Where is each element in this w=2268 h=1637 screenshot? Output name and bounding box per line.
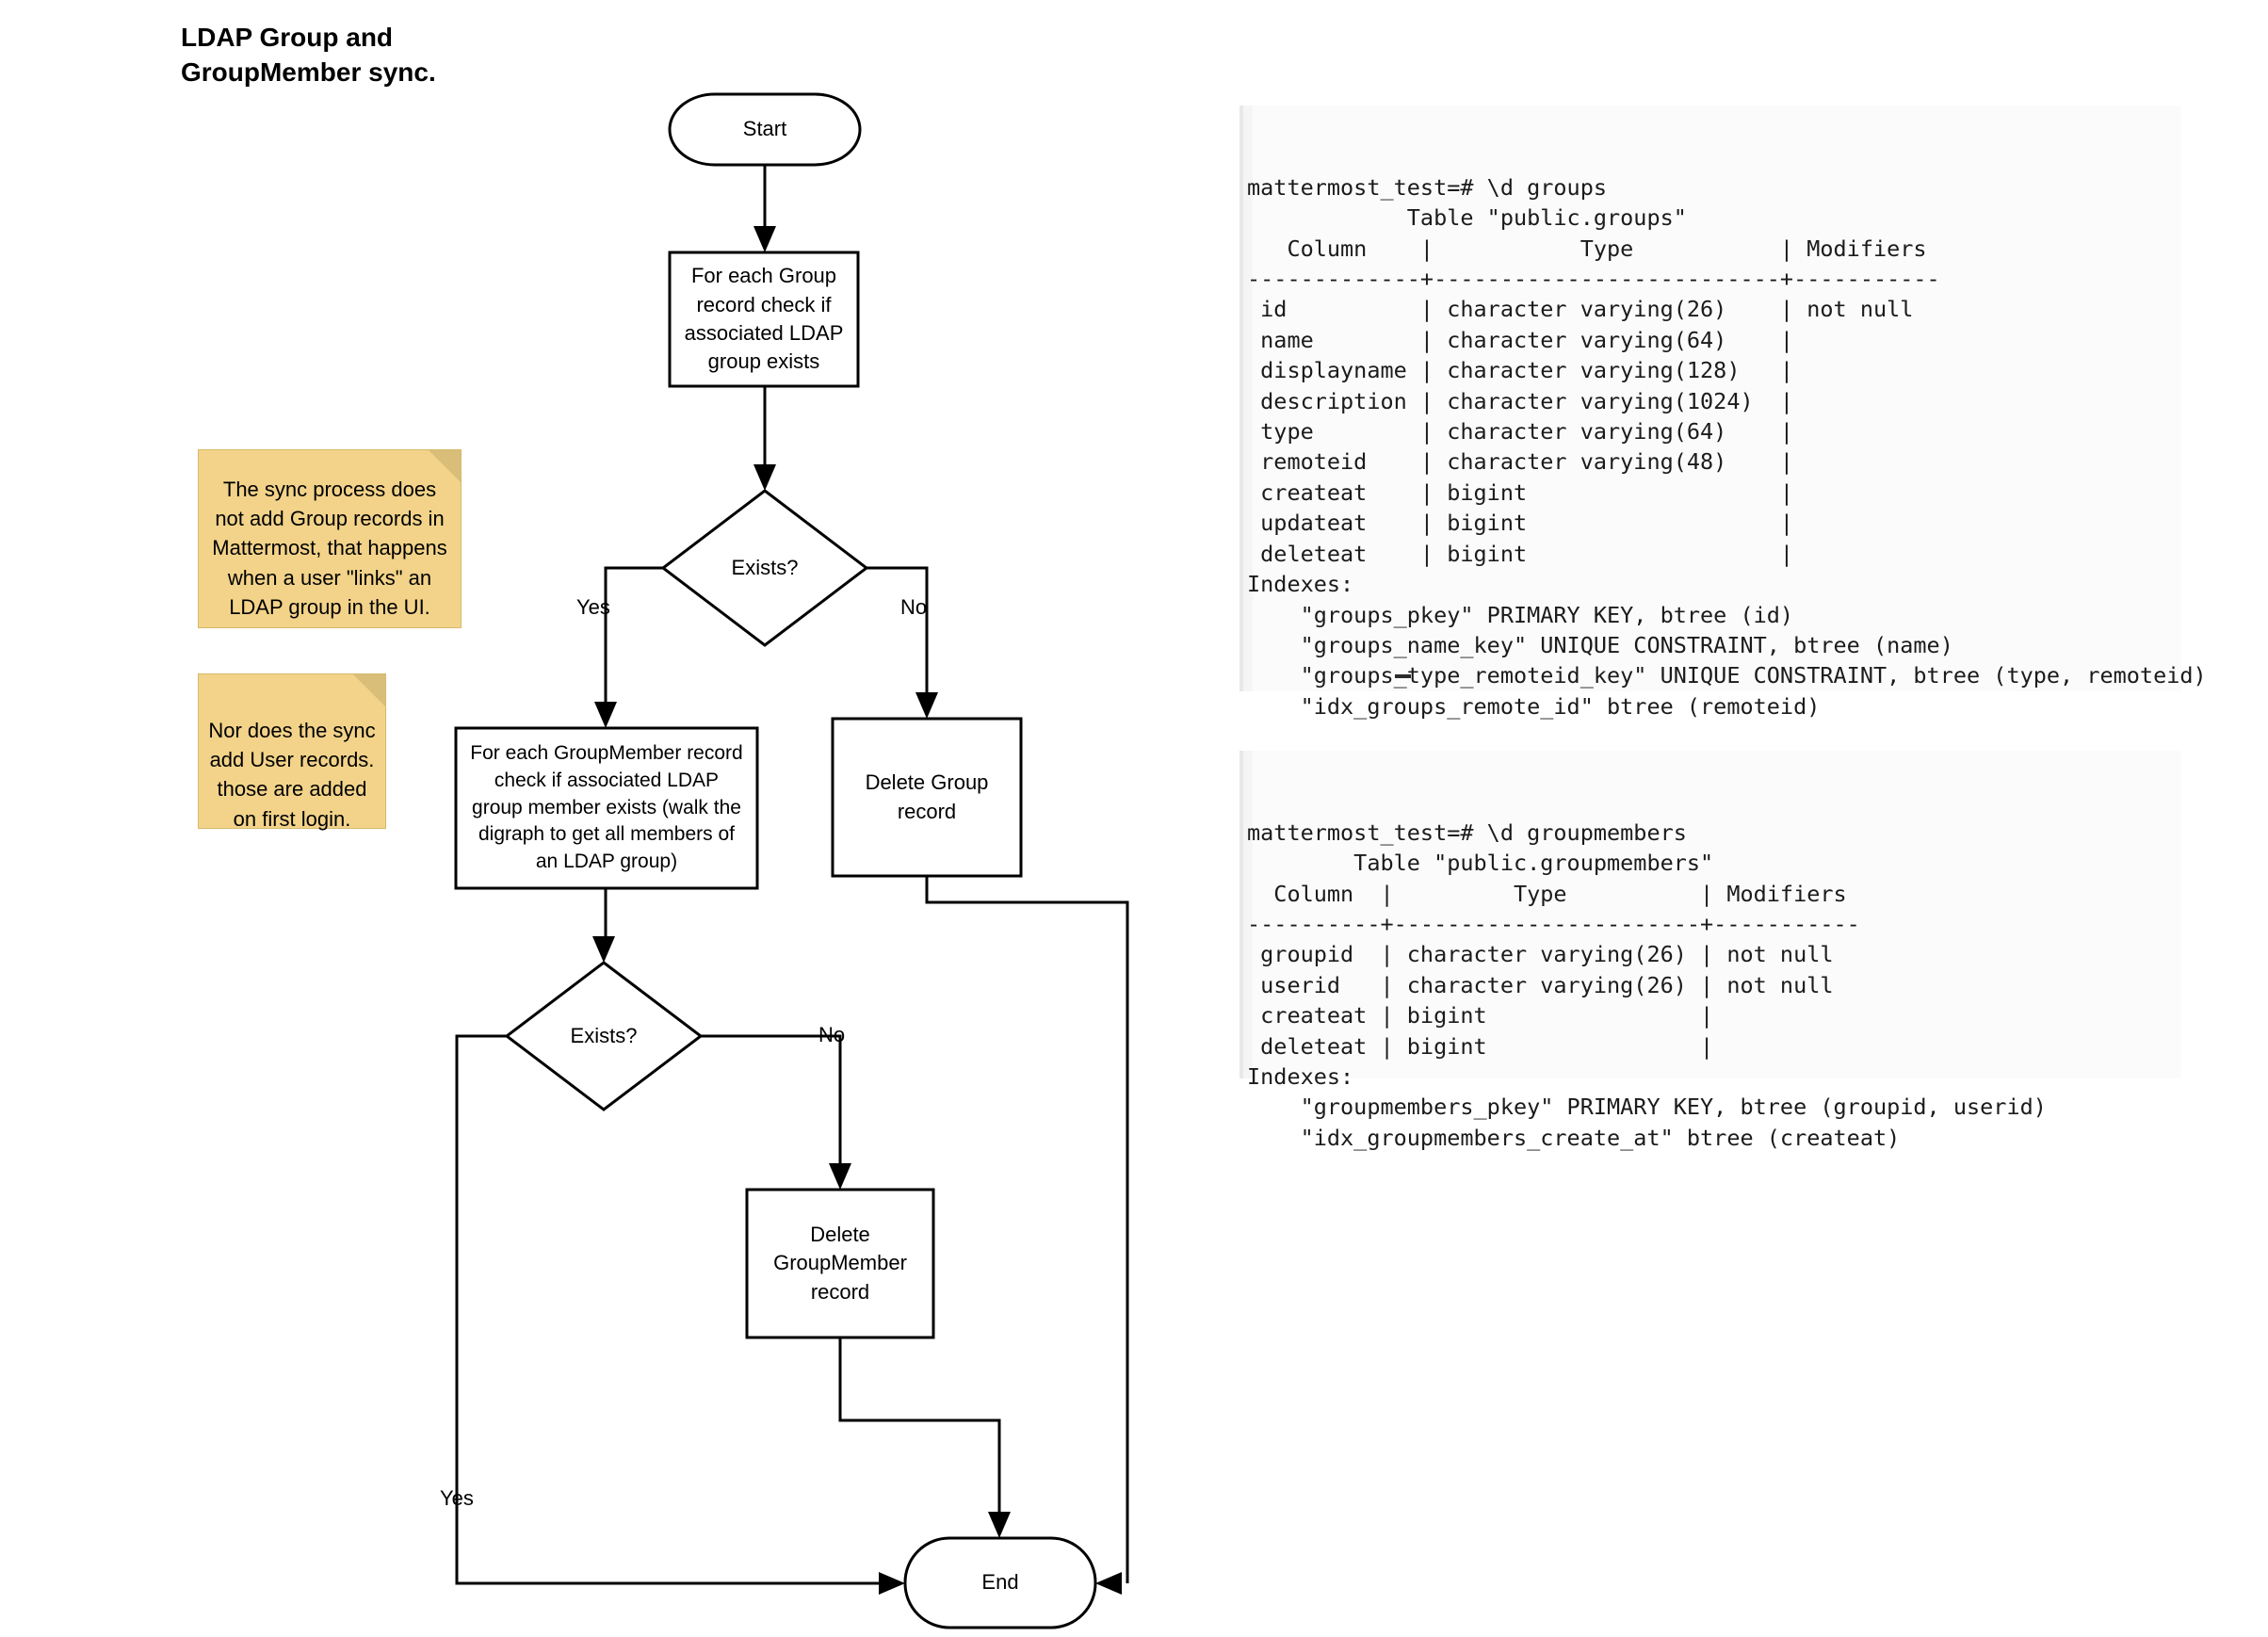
note-no-user-add-text: Nor does the sync add User records. thos… [208,719,376,831]
arrowhead-foreachgroup-to-exists1 [753,464,776,491]
node-start-shape [668,92,862,167]
node-exists-1[interactable]: Exists? [731,555,799,579]
node-delete-groupmember[interactable]: Delete GroupMember record [773,1222,907,1304]
arrowhead-start-to-foreachgroup [753,226,776,252]
arrowhead-deletegroup-to-end [1095,1572,1122,1595]
edge-exists2-no [701,1034,842,1175]
terminal-groups-table-text: mattermost_test=# \d groups Table "publi… [1247,173,2207,720]
terminal-groupmembers-table-text: mattermost_test=# \d groupmembers Table … [1247,818,2047,1151]
node-start[interactable]: Start [742,117,787,141]
terminal-cursor [1395,674,1411,678]
edge-label-exists1-no: No [900,595,928,619]
edge-label-exists2-yes: Yes [440,1486,474,1510]
edge-deletegroup-to-end [925,876,1129,1583]
node-for-each-group-shape [668,251,860,388]
node-for-each-group[interactable]: For each Group record check if associate… [684,264,844,374]
node-exists-2-shape [504,961,704,1111]
node-for-each-groupmember[interactable]: For each GroupMember record check if ass… [470,741,743,873]
arrowhead-exists2-no [829,1163,851,1190]
edge-exists2-yes [455,1034,890,1585]
arrowhead-exists1-no [915,692,938,719]
edge-label-exists2-no: No [818,1023,846,1046]
node-exists-2[interactable]: Exists? [570,1023,638,1047]
note-fold-icon [429,450,461,482]
node-delete-group-shape [831,717,1023,878]
edge-exists1-yes [604,566,663,713]
note-no-group-add-text: The sync process does not add Group reco… [212,478,447,619]
terminal-groupmembers-table: mattermost_test=# \d groupmembers Table … [1239,751,2181,1151]
arrowhead-deletegroupmember-to-end [988,1512,1011,1538]
terminal-groups-table: mattermost_test=# \d groups Table "publi… [1239,105,2207,720]
note-no-group-add: The sync process does not add Group reco… [198,449,462,628]
page-title: LDAP Group and GroupMember sync. [181,23,436,87]
note-no-user-add: Nor does the sync add User records. thos… [198,673,386,831]
arrowhead-foreachgroupmember-to-exists2 [592,936,615,963]
edge-label-exists1-yes: Yes [576,595,610,619]
arrowhead-exists2-yes [879,1572,905,1595]
node-delete-groupmember-shape [745,1188,935,1339]
edge-deletegroupmember-to-end [838,1337,1001,1523]
node-end[interactable]: End [981,1570,1019,1595]
node-exists-1-shape [660,489,869,647]
node-for-each-groupmember-shape [454,726,759,890]
arrowhead-exists1-yes [594,702,617,728]
node-end-shape [903,1536,1097,1629]
edge-exists1-no [867,566,929,704]
note-fold-icon [353,674,385,706]
node-delete-group[interactable]: Delete Group record [865,770,989,823]
